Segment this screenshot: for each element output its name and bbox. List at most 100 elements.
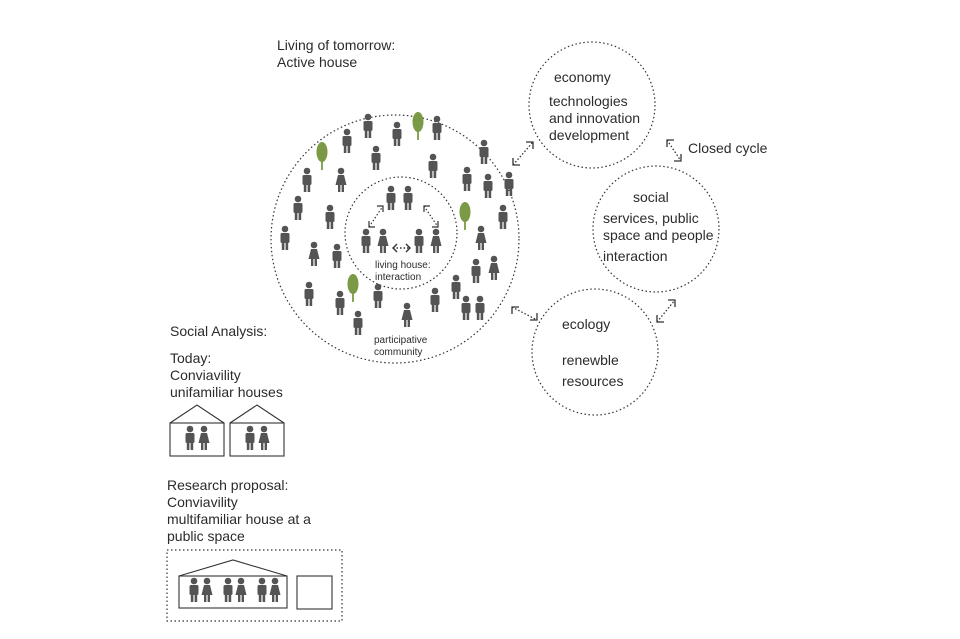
title-line-1: Living of tomorrow:: [277, 37, 396, 53]
person-icon: [483, 173, 493, 198]
double-arrow-icon: [423, 205, 439, 228]
economy-line: and innovation: [549, 110, 641, 126]
person-icon: [302, 167, 312, 192]
community-label: participative community: [374, 335, 427, 359]
person-icon: [257, 577, 267, 602]
tree-icon: [347, 274, 359, 302]
person-icon: [461, 295, 471, 320]
house-icon: [169, 404, 225, 457]
social-circle: [592, 165, 720, 293]
living-house-people: [361, 185, 442, 253]
economy-line: development: [549, 127, 630, 143]
person-icon: [462, 166, 472, 191]
social-heading: social: [633, 189, 669, 205]
proposal-frame: [166, 549, 343, 622]
public-space-square: [296, 575, 333, 610]
social-line: interaction: [603, 248, 668, 264]
title-line-2: Active house: [277, 54, 358, 70]
person-icon: [475, 295, 485, 320]
person-icon: [258, 425, 270, 450]
social-line: services, public: [603, 210, 699, 226]
person-icon: [475, 225, 487, 250]
double-arrow-icon: [511, 306, 538, 321]
ecology-heading: ecology: [562, 316, 611, 332]
ecology-circle: [531, 288, 659, 416]
living-house-label: living house: interaction: [375, 260, 431, 284]
house-icon: [229, 404, 285, 457]
person-icon: [386, 185, 396, 210]
person-icon: [308, 241, 320, 266]
person-icon: [377, 228, 389, 253]
person-icon: [201, 577, 213, 602]
social-line: space and people: [603, 227, 714, 243]
double-arrow-icon: [666, 139, 682, 162]
person-icon: [403, 185, 413, 210]
person-icon: [342, 128, 352, 153]
person-icon: [471, 258, 481, 283]
community-label-line-2: community: [374, 347, 423, 358]
person-icon: [325, 204, 335, 229]
research-line-2: Conviavility: [167, 494, 238, 510]
person-icon: [373, 283, 383, 308]
today-line-1: Today:: [170, 350, 212, 366]
person-icon: [428, 153, 438, 178]
person-icon: [223, 577, 233, 602]
double-arrow-icon: [368, 205, 384, 228]
social-text: services, public space and people intera…: [603, 210, 714, 265]
person-icon: [401, 302, 413, 327]
person-icon: [432, 115, 442, 140]
research-line-1: Research proposal:: [167, 477, 289, 493]
community-people: [280, 113, 514, 335]
double-arrow-icon: [512, 141, 534, 166]
tree-icon: [316, 142, 328, 170]
person-icon: [332, 243, 342, 268]
tree-icon: [459, 202, 471, 230]
person-icon: [335, 167, 347, 192]
economy-heading: economy: [554, 69, 611, 85]
person-icon: [430, 287, 440, 312]
double-arrow-icon: [392, 243, 411, 253]
person-icon: [198, 425, 210, 450]
community-label-line-1: participative: [374, 335, 428, 346]
today-block: Today: Conviavility unifamiliar houses: [170, 350, 283, 401]
person-icon: [371, 145, 381, 170]
person-icon: [235, 577, 247, 602]
economy-text: technologies and innovation development: [549, 93, 640, 144]
economy-line: technologies: [549, 93, 628, 109]
person-icon: [414, 228, 424, 253]
ecology-text: renewble resources: [562, 352, 623, 390]
living-house-circle: [344, 176, 458, 290]
person-icon: [504, 171, 514, 196]
research-line-3: multifamiliar house at a: [167, 511, 311, 527]
ecology-line: resources: [562, 373, 624, 389]
living-house-label-line-2: interaction: [375, 272, 422, 283]
person-icon: [392, 121, 402, 146]
economy-circle: [528, 41, 656, 169]
social-analysis-heading: Social Analysis:: [170, 323, 268, 339]
person-icon: [363, 113, 373, 138]
research-block: Research proposal: Conviavility multifam…: [167, 477, 311, 545]
person-icon: [430, 228, 442, 253]
diagram-title: Living of tomorrow: Active house: [277, 37, 395, 71]
today-line-3: unifamiliar houses: [170, 384, 283, 400]
today-line-2: Conviavility: [170, 367, 241, 383]
person-icon: [488, 255, 500, 280]
person-icon: [293, 195, 303, 220]
house-icon: [178, 559, 288, 609]
living-house-label-line-1: living house:: [375, 260, 431, 271]
person-icon: [185, 425, 195, 450]
person-icon: [479, 139, 489, 164]
community-circle: [270, 114, 520, 364]
person-icon: [335, 290, 345, 315]
ecology-line: renewble: [562, 352, 619, 368]
research-line-4: public space: [167, 528, 245, 544]
person-icon: [353, 310, 363, 335]
person-icon: [304, 281, 314, 306]
person-icon: [451, 274, 461, 299]
tree-icon: [412, 112, 424, 140]
person-icon: [245, 425, 255, 450]
closed-cycle-label: Closed cycle: [688, 140, 768, 156]
person-icon: [498, 204, 508, 229]
person-icon: [269, 577, 281, 602]
